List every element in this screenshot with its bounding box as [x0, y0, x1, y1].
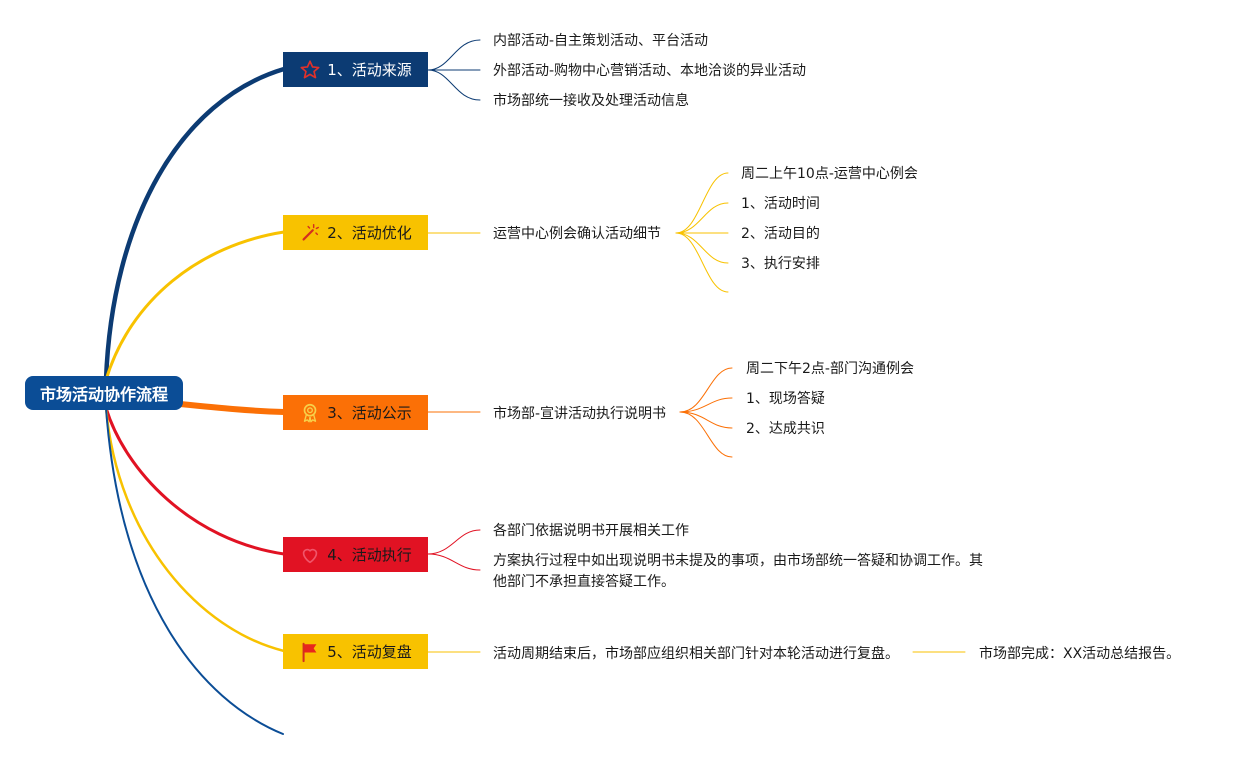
branch-label: 3、活动公示 [327, 404, 412, 422]
connector-b2-sub-4 [675, 232, 729, 293]
root-node[interactable]: 市场活动协作流程 [25, 376, 183, 410]
subleaf-ops-meeting-time[interactable]: 周二上午10点-运营中心例会 [741, 166, 918, 182]
connector-b3-sub-2 [679, 411, 733, 429]
root-label: 市场活动协作流程 [39, 385, 168, 404]
star-icon [299, 59, 321, 81]
connector-b2-sub-0 [675, 172, 729, 234]
leaf-departments-work[interactable]: 各部门依据说明书开展相关工作 [493, 523, 689, 539]
connector-root-tail [105, 407, 284, 735]
connector-root-branch-4 [104, 406, 286, 556]
branch-node-activity-execute[interactable]: 4、活动执行 [283, 537, 428, 572]
flag-icon [299, 641, 321, 663]
branch-label: 2、活动优化 [327, 224, 412, 242]
branch-label: 5、活动复盘 [327, 643, 412, 661]
leaf-internal-activity[interactable]: 内部活动-自主策划活动、平台活动 [493, 33, 709, 49]
connector-b3-sub-0 [679, 367, 733, 413]
connector-b3-sub-3 [679, 411, 733, 458]
branch-node-activity-source[interactable]: 1、活动来源 [283, 52, 428, 87]
heart-icon [299, 544, 321, 566]
branch-label: 1、活动来源 [327, 61, 412, 79]
subleaf-dept-meeting-time[interactable]: 周二下午2点-部门沟通例会 [746, 361, 914, 377]
subleaf-activity-goal[interactable]: 2、活动目的 [741, 226, 820, 242]
connector-root-branch-1 [103, 66, 287, 383]
leaf-unmentioned-matters[interactable]: 方案执行过程中如出现说明书未提及的事项，由市场部统一答疑和协调工作。其他部门不承… [493, 553, 983, 590]
award-icon [299, 402, 321, 424]
connector-b2-sub-1 [675, 202, 729, 234]
branch-node-activity-optimize[interactable]: 2、活动优化 [283, 215, 428, 250]
connector-b2-sub-3 [675, 232, 729, 264]
subleaf-execution-plan[interactable]: 3、执行安排 [741, 256, 820, 272]
connector-b4-leaf-1 [427, 529, 481, 555]
leaf-unified-receive[interactable]: 市场部统一接收及处理活动信息 [493, 93, 689, 109]
leaf-cycle-review[interactable]: 活动周期结束后，市场部应组织相关部门针对本轮活动进行复盘。 [493, 646, 899, 662]
connector-b4-leaf-2 [427, 553, 481, 571]
subleaf-onsite-qa[interactable]: 1、现场答疑 [746, 391, 825, 407]
connector-b3-sub-1 [679, 397, 733, 413]
connector-root-branch-5 [104, 406, 286, 653]
leaf-external-activity[interactable]: 外部活动-购物中心营销活动、本地洽谈的异业活动 [493, 63, 807, 79]
branch-label: 4、活动执行 [327, 546, 412, 564]
leaf-marketing-briefing[interactable]: 市场部-宣讲活动执行说明书 [493, 406, 667, 422]
magic-wand-icon [299, 222, 321, 244]
leaf-ops-meeting-confirm[interactable]: 运营中心例会确认活动细节 [493, 226, 661, 242]
connector-b1-leaf-1 [427, 39, 481, 71]
branch-node-activity-review[interactable]: 5、活动复盘 [283, 634, 428, 669]
branch-node-activity-publicize[interactable]: 3、活动公示 [283, 395, 428, 430]
subleaf-activity-time[interactable]: 1、活动时间 [741, 196, 820, 212]
connector-b1-leaf-3 [427, 69, 481, 101]
subleaf-reach-consensus[interactable]: 2、达成共识 [746, 421, 825, 437]
connector-root-branch-3 [177, 401, 287, 415]
subleaf-summary-report[interactable]: 市场部完成：XX活动总结报告。 [979, 646, 1181, 662]
connector-root-branch-2 [104, 230, 286, 382]
